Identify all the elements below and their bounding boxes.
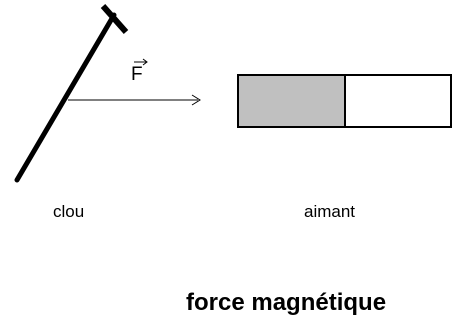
nail-label: clou (53, 202, 85, 221)
magnet-label: aimant (304, 202, 356, 221)
magnet-shaded-pole (237, 74, 346, 128)
force-symbol-overarrow-head (142, 58, 148, 66)
magnet-plain-pole (344, 74, 452, 128)
nail-shaft (14, 12, 117, 183)
force-vector-arrowhead (191, 94, 201, 106)
diagram-caption: force magnétique (186, 289, 387, 316)
force-symbol: F (131, 64, 143, 85)
nail-head (100, 4, 129, 34)
